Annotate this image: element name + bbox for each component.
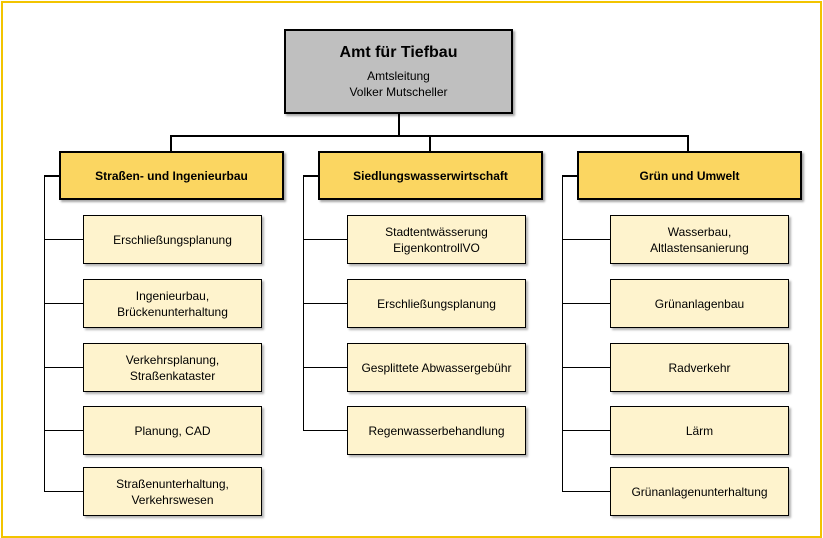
root-subtitle-line2: Volker Mutscheller: [349, 84, 448, 99]
unit-label-line1: Grünanlagenunterhaltung: [631, 484, 768, 499]
connector-unit: [562, 491, 610, 492]
unit-label-line1: Verkehrsplanung,: [125, 352, 220, 367]
unit-label-line1: Lärm: [685, 423, 714, 438]
unit-node: Radverkehr: [610, 343, 789, 392]
unit-node: Regenwasserbehandlung: [347, 406, 526, 455]
unit-label-line1: Radverkehr: [668, 360, 731, 375]
unit-node: Straßenunterhaltung, Verkehrswesen: [83, 467, 262, 516]
unit-label-line2: Altlastensanierung: [650, 240, 749, 255]
unit-label-line1: Stadtentwässerung: [385, 224, 488, 239]
root-subtitle-line1: Amtsleitung: [367, 68, 430, 83]
unit-label-line1: Wasserbau,: [667, 224, 732, 239]
unit-label-line2: Brückenunterhaltung: [117, 304, 228, 319]
connector-unit: [44, 239, 83, 240]
unit-node: Wasserbau, Altlastensanierung: [610, 215, 789, 264]
unit-node: Verkehrsplanung, Straßenkataster: [83, 343, 262, 392]
unit-node: Erschließungsplanung: [83, 215, 262, 264]
unit-label-line2: Straßenkataster: [129, 368, 216, 383]
unit-label-line2: Verkehrswesen: [131, 492, 214, 507]
unit-node: Lärm: [610, 406, 789, 455]
department-label: Siedlungswasserwirtschaft: [353, 168, 508, 183]
unit-node: Grünanlagenbau: [610, 279, 789, 328]
department-node-siedlungswasser: Siedlungswasserwirtschaft: [318, 151, 543, 200]
connector-unit: [562, 303, 610, 304]
connector-dept-2-drop: [429, 135, 431, 152]
connector-dept-1-drop: [170, 135, 172, 152]
unit-label-line1: Straßenunterhaltung,: [116, 476, 229, 491]
department-node-gruen: Grün und Umwelt: [577, 151, 802, 200]
connector-unit: [562, 239, 610, 240]
unit-label-line1: Grünanlagenbau: [654, 296, 745, 311]
unit-label-line1: Erschließungsplanung: [377, 296, 496, 311]
connector-unit: [303, 367, 347, 368]
root-title: Amt für Tiefbau: [339, 43, 458, 61]
connector-unit: [44, 367, 83, 368]
unit-label-line1: Planung, CAD: [134, 423, 211, 438]
connector-dept-3-drop: [687, 135, 689, 152]
connector-unit: [44, 491, 83, 492]
unit-label-line1: Regenwasserbehandlung: [368, 423, 505, 438]
unit-node: Ingenieurbau, Brückenunterhaltung: [83, 279, 262, 328]
connector-dept-3-spine: [562, 175, 563, 492]
unit-node: Stadtentwässerung EigenkontrollVO: [347, 215, 526, 264]
connector-unit: [303, 303, 347, 304]
root-node: Amt für Tiefbau Amtsleitung Volker Mutsc…: [284, 29, 513, 114]
connector-unit: [562, 430, 610, 431]
connector-dept-2-side: [303, 175, 319, 177]
department-node-strassen: Straßen- und Ingenieurbau: [59, 151, 284, 200]
connector-unit: [303, 430, 347, 431]
unit-label-line2: EigenkontrollVO: [393, 240, 480, 255]
connector-unit: [562, 367, 610, 368]
connector-unit: [44, 303, 83, 304]
connector-dept-1-spine: [44, 175, 45, 492]
unit-node: Planung, CAD: [83, 406, 262, 455]
unit-node: Erschließungsplanung: [347, 279, 526, 328]
unit-node: Grünanlagenunterhaltung: [610, 467, 789, 516]
connector-unit: [44, 430, 83, 431]
department-label: Grün und Umwelt: [639, 168, 740, 183]
connector-dept-3-side: [562, 175, 578, 177]
unit-label-line1: Erschließungsplanung: [113, 232, 232, 247]
connector-root-stem: [398, 114, 400, 136]
connector-unit: [303, 239, 347, 240]
department-label: Straßen- und Ingenieurbau: [95, 168, 248, 183]
unit-label-line1: Gesplittete Abwassergebühr: [361, 360, 512, 375]
connector-dept-1-side: [44, 175, 60, 177]
unit-label-line1: Ingenieurbau,: [135, 288, 210, 303]
unit-node: Gesplittete Abwassergebühr: [347, 343, 526, 392]
